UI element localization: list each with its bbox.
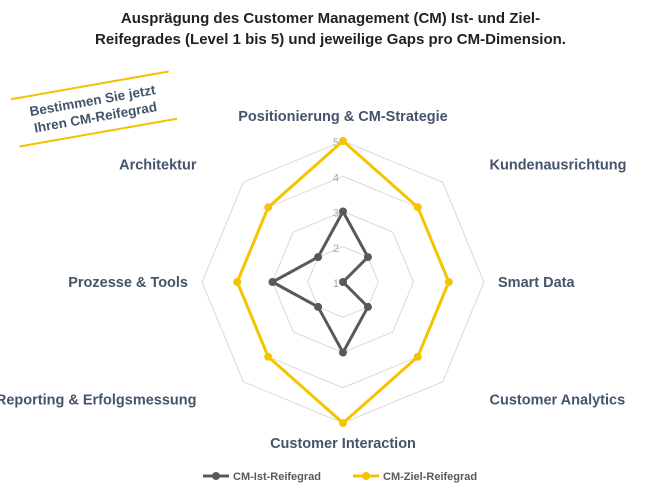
tick-label: 2 (333, 243, 339, 255)
category-label: Positionierung & CM-Strategie (238, 109, 447, 125)
tick-label: 4 (333, 172, 339, 184)
data-point (268, 278, 277, 286)
data-point (413, 352, 422, 361)
data-point (264, 203, 273, 212)
data-point (363, 253, 372, 262)
series-line-ist (271, 210, 370, 354)
category-label: Prozesse & Tools (68, 275, 188, 291)
legend-marker (362, 472, 370, 480)
category-label: Architektur (119, 158, 197, 174)
chart-title: Ausprägung des Customer Management (CM) … (0, 8, 661, 50)
data-point (339, 207, 347, 216)
data-point (339, 137, 347, 145)
data-point (363, 302, 372, 311)
category-label: Customer Interaction (270, 436, 416, 452)
tick-label: 5 (333, 137, 339, 149)
legend-label: CM-Ziel-Reifegrad (383, 471, 477, 483)
data-point (233, 278, 242, 286)
data-point (339, 278, 347, 286)
grid-ring (307, 246, 379, 318)
data-point (339, 348, 347, 357)
tick-label: 3 (333, 208, 339, 220)
title-line-2: Reifegrades (Level 1 bis 5) und jeweilig… (95, 31, 566, 48)
data-point (444, 278, 453, 286)
data-point (413, 203, 422, 212)
legend-marker (212, 472, 220, 480)
category-label: Kundenausrichtung (490, 158, 627, 174)
data-point (314, 253, 323, 262)
title-line-1: Ausprägung des Customer Management (CM) … (120, 10, 541, 27)
tick-label: 1 (333, 278, 339, 290)
data-point (264, 352, 273, 361)
category-label: Reporting & Erfolgsmessung (0, 392, 196, 408)
legend-label: CM-Ist-Reifegrad (233, 471, 321, 483)
category-label: Customer Analytics (490, 392, 626, 408)
category-label: Smart Data (498, 275, 575, 291)
data-point (314, 302, 323, 311)
data-point (339, 419, 347, 427)
